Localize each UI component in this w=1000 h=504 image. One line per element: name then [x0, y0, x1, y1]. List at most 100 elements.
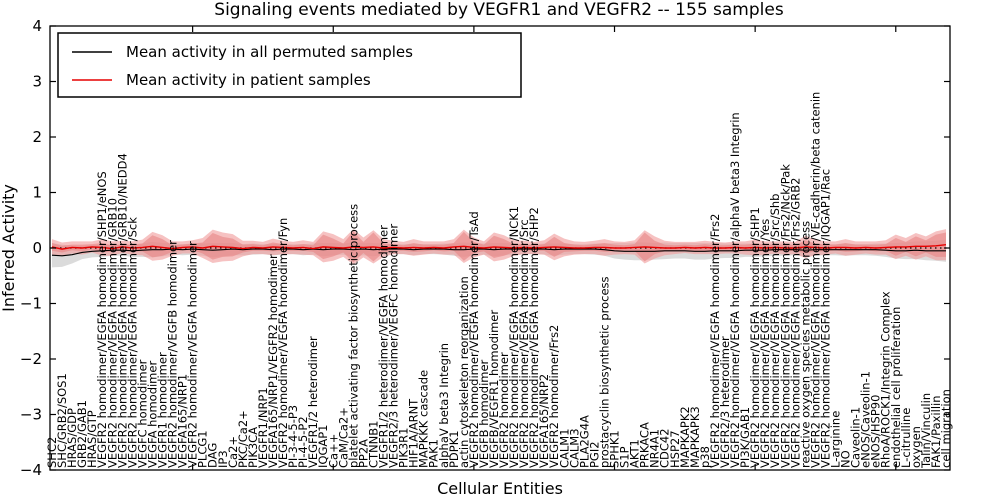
series-line-1 — [51, 243, 947, 250]
series-lines — [51, 243, 947, 257]
x-category-label: VEGFR2/3 heterodimer/VEGFC homodimer — [387, 224, 401, 468]
x-category-label: VEGFA165/NRP1/VEGFR2 homodimer — [266, 254, 280, 468]
x-category-label: VEGFR1/2 heterodimer/VEGFA homodimer — [376, 225, 390, 468]
x-category-label: VEGFC homodimer — [135, 359, 149, 468]
x-category-label: PIK3R1 — [397, 428, 411, 469]
x-category-label: VEGFR2 homodimer/VEGFA homodimer/Frs2 — [708, 214, 722, 468]
x-category-label: VEGFR2 homodimer/VEGFA homodimer/Frs2/GR… — [788, 178, 802, 468]
x-category-label: FAK1/Paxillin — [929, 396, 943, 469]
series-line-0 — [51, 248, 946, 257]
x-category-label: NO — [839, 450, 853, 468]
x-category-label: VEGFB/VEGFR1 homodimer — [487, 310, 501, 468]
legend: Mean activity in all permuted samples Me… — [57, 32, 522, 98]
x-category-label: PLCG1 — [196, 430, 210, 468]
x-category-label: VEGFR2 homodimer — [497, 352, 511, 468]
y-tick-label: −2 — [20, 350, 42, 368]
x-category-label: RhoA/ROCK1/Integrin Complex — [879, 291, 893, 468]
x-category-label: VEGFR2 homodimer/VEGFA homodimer/GRB10/N… — [115, 153, 129, 468]
x-category-label: VEGFB homodimer — [477, 359, 491, 468]
x-category-label: VEGFR2 homodimer/VEGFA homodimer/Sck — [125, 217, 139, 468]
x-category-label: HRAS/GDP — [65, 408, 79, 468]
y-tick-label: 2 — [32, 128, 42, 146]
y-tick-label: 0 — [32, 239, 42, 257]
x-category-label: MAPKAPK3 — [688, 406, 702, 468]
legend-label-permuted: Mean activity in all permuted samples — [126, 43, 413, 61]
x-category-label: PI-3-4-5-P3 — [286, 405, 300, 468]
plot-border — [49, 25, 951, 471]
x-category-label: VEGFR1 homodimer — [155, 352, 169, 468]
x-category-label: SPHK1 — [608, 430, 622, 468]
chart-title: Signaling events mediated by VEGFR1 and … — [214, 0, 784, 20]
x-category-label: eNOS/HSP90 — [869, 395, 883, 468]
x-category-label: reactive oxygen species metabolic proces… — [798, 221, 812, 468]
x-category-label: MAPKAPK2 — [678, 406, 692, 468]
y-axis-label: Inferred Activity — [0, 184, 18, 312]
x-category-label: VEGFR2 homodimer/VEGFA homodimer/TsAd — [467, 211, 481, 468]
x-category-label: VEGFA homodimer — [145, 361, 159, 468]
x-category-label: PI-4-5-P2 — [296, 416, 310, 468]
x-category-label: VEGFR2 homodimer/VEGFA homodimer — [186, 241, 200, 468]
x-category-label: cell migration — [939, 389, 953, 468]
x-category-label: PP2A — [356, 439, 370, 468]
x-category-label: PLA2G4A — [577, 415, 591, 468]
y-tick-label: −4 — [20, 461, 42, 479]
x-category-label: CALM1 — [557, 428, 571, 468]
x-category-label: VEGFR2 homodimer/VEGFA homodimer/IQGAP1/… — [818, 169, 832, 468]
x-category-label: DAG — [206, 443, 220, 468]
x-category-label: VEGFR2 homodimer/VEGFA homodimer/NCK1 — [507, 206, 521, 468]
x-category-label: HIF1A/ARNT — [407, 398, 421, 468]
x-category-label: VEGFA165/NRP2 — [537, 374, 551, 468]
x-category-label: NR4A1 — [648, 429, 662, 468]
x-category-label: VEGFR2 homodimer/VEGFA homodimer/Frs2/Nc… — [778, 164, 792, 468]
x-category-label: L-citrulline — [899, 408, 913, 468]
x-category-label: IP3 — [216, 450, 230, 468]
x-category-label: VEGFR2 homodimer/Frs2 — [547, 325, 561, 468]
x-category-label: alphaV beta3 Integrin — [437, 343, 451, 468]
x-category-label: actin cytoskeleton reorganization — [457, 276, 471, 468]
x-category-label: oxygen — [909, 426, 923, 468]
x-category-label: VEGFR2 homodimer/VEGFA homodimer/SHP2 — [527, 207, 541, 468]
x-category-label: VEGFR2 homodimer/VEGFB homodimer — [166, 240, 180, 468]
x-category-label: VEGFR2 homodimer/VEGFA homodimer/VE-cadh… — [808, 92, 822, 468]
x-category-label: VEGFA165/NRP1 — [176, 374, 190, 468]
x-category-label: S1P — [618, 446, 632, 468]
x-category-label: VEGFR2 homodimer/VEGFA homodimer/SHP1/eN… — [95, 171, 109, 468]
x-category-label: Talin/Vinculin — [919, 393, 933, 469]
x-category-label: eNOS/Caveolin-1 — [859, 371, 873, 468]
x-category-label: CaM/Ca2+ — [336, 407, 350, 468]
x-category-label: VEGFR2 homodimer/VEGFA homodimer/Src — [517, 219, 531, 468]
x-category-label: PKC/Ca2+ — [236, 410, 250, 468]
x-category-label: IQGAP1 — [316, 425, 330, 468]
x-category-label: CALM3 — [567, 428, 581, 468]
x-category-label: PDPK1 — [447, 430, 461, 468]
x-category-label: MAPKKK cascade — [417, 370, 431, 468]
x-category-label: VEGFR2 homodimer/VEGFA homodimer/GRB10 — [105, 198, 119, 468]
x-category-label: PGI2 — [587, 441, 601, 468]
x-category-label: endothelial cell proliferation — [889, 307, 903, 468]
x-category-label: Ca++ — [326, 434, 340, 468]
x-category-label: VEGFR2/3 heterodimer — [718, 336, 732, 468]
x-category-label: Ca2+ — [226, 436, 240, 468]
x-tick-labels: SHC2SHC/GRB2/SOS1HRAS/GDPGRB2/GAB1HRAS/G… — [45, 92, 953, 469]
x-category-label: CDC42 — [658, 428, 672, 468]
x-category-label: VEGFR2 homodimer/VEGFA homodimer/Yes — [758, 219, 772, 468]
x-axis-label: Cellular Entities — [437, 479, 563, 498]
x-category-label: SHC/GRB2/SOS1 — [55, 373, 69, 468]
x-category-label: VEGFR1/NRP1 — [256, 387, 270, 468]
x-category-label: PIK3CA — [246, 427, 260, 468]
x-category-label: VEGFR2 homodimer/VEGFA homodimer/SHP1 — [748, 207, 762, 468]
x-category-label: PRKACA — [638, 422, 652, 468]
x-category-label: PI3K/GAB1 — [738, 407, 752, 468]
y-tick-label: 3 — [32, 73, 42, 91]
x-category-label: p38 — [698, 446, 712, 468]
x-category-label: PAK1 — [427, 439, 441, 468]
x-category-label: VEGFR1/2 heterodimer — [306, 336, 320, 468]
x-category-label: VEGFR2 homodimer/VEGFA homodimer/Fyn — [276, 218, 290, 468]
x-category-label: SHC2 — [45, 437, 59, 468]
x-category-label: AKT1 — [628, 439, 642, 468]
y-tick-label: 4 — [32, 17, 42, 35]
y-tick-label: 1 — [32, 184, 42, 202]
